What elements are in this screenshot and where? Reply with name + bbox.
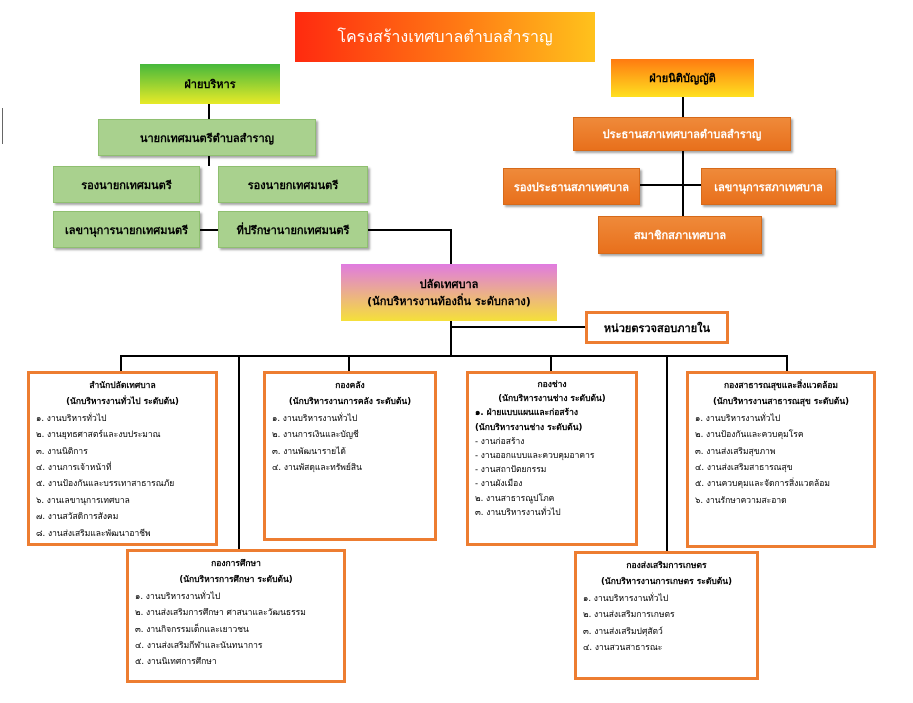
list-item: ๕. งานควบคุมและจัดการสิ่งแวดล้อม [695, 479, 830, 490]
list-item: ๔. งานส่งเสริมกีฬาและนันทนาการ [135, 641, 263, 652]
list-item: ๔. งานสวนสาธารณะ [583, 643, 663, 654]
list-item: ๔. งานส่งเสริมสาธารณสุข [695, 463, 793, 474]
dept-title: กองสาธารณสุขและสิ่งแวดล้อม [723, 381, 839, 391]
list-item: ๑. งานบริหารทั่วไป [36, 413, 107, 424]
connector-line [348, 355, 350, 371]
internal-audit-box: หน่วยตรวจสอบภายใน [585, 311, 729, 344]
list-item: ๕. งานนิเทศการศึกษา [135, 657, 217, 668]
list-item: ๘. งานส่งเสริมและพัฒนาอาชีพ [36, 528, 151, 539]
council-secretary-box: เลขานุการสภาเทศบาล [701, 168, 836, 205]
dept-title: กองการศึกษา [211, 559, 261, 569]
list-item: ๓. งานพัฒนารายได้ [272, 446, 346, 457]
connector-line [450, 320, 452, 357]
list-item: ๓. งานบริหารงานทั่วไป [475, 507, 561, 518]
council-members-box: สมาชิกสภาเทศบาล [598, 216, 762, 254]
deputy-mayor-box-2: รองนายกเทศมนตรี [218, 166, 368, 203]
connector-line [786, 355, 788, 371]
section-title: ๑. ฝ่ายแบบแผนและก่อสร้าง [475, 408, 579, 419]
dept-education: กองการศึกษา (นักบริหารการศึกษา ระดับต้น)… [126, 549, 346, 683]
dept-engineering: กองช่าง (นักบริหารงานช่าง ระดับต้น) ๑. ฝ… [466, 371, 638, 546]
list-item: ๑. งานบริหารงานทั่วไป [695, 413, 781, 424]
connector-line [2, 108, 3, 144]
mayor-box: นายกเทศมนตรีตำบลสำราญ [98, 119, 316, 156]
list-item: ๒. งานป้องกันและควบคุมโรค [695, 430, 804, 441]
dept-subtitle: (นักบริหารงานช่าง ระดับต้น) [498, 394, 606, 405]
executive-header: ฝ่ายบริหาร [140, 64, 280, 104]
connector-line [450, 229, 452, 265]
connector-line [120, 355, 788, 357]
dept-title: กองส่งเสริมการเกษตร [626, 561, 707, 571]
dept-agriculture: กองส่งเสริมการเกษตร (นักบริหารงานการเกษต… [574, 551, 759, 680]
council-vice-president-box: รองประธานสภาเทศบาล [503, 168, 640, 205]
list-item: ๑. งานบริหารงานทั่วไป [135, 591, 221, 602]
connector-line [550, 355, 552, 371]
connector-line [120, 355, 122, 371]
connector-line [682, 96, 684, 118]
connector-line [640, 184, 702, 186]
list-item: - งานก่อสร้าง [475, 436, 525, 447]
connector-line [366, 229, 452, 231]
list-item: ๒. งานการเงินและบัญชี [272, 430, 359, 441]
chart-title-text: โครงสร้างเทศบาลตำบลสำราญ [337, 26, 553, 46]
list-item: ๒. งานยุทธศาสตร์และงบประมาณ [36, 430, 161, 441]
council-president-box: ประธานสภาเทศบาลตำบลสำราญ [573, 117, 791, 151]
dept-clerk-office: สำนักปลัดเทศบาล (นักบริหารงานทั่วไป ระดั… [27, 371, 218, 546]
list-item: ๕. งานป้องกันและบรรเทาสาธารณภัย [36, 479, 175, 490]
list-item: - งานออกแบบและควบคุมอาคาร [475, 451, 595, 462]
list-item: ๖. งานรักษาความสะอาด [695, 495, 787, 506]
municipal-clerk-box: ปลัดเทศบาล (นักบริหารงานท้องถิ่น ระดับกล… [341, 264, 557, 321]
section-subtitle: (นักบริหารงานช่าง ระดับต้น) [475, 422, 583, 433]
legislative-header: ฝ่ายนิติบัญญัติ [611, 59, 754, 97]
connector-line [450, 326, 586, 328]
list-item: ๖. งานเลขานุการเทศบาล [36, 495, 130, 506]
mayor-secretary-box: เลขานุการนายกเทศมนตรี [53, 211, 200, 248]
deputy-mayor-box-1: รองนายกเทศมนตรี [53, 166, 200, 203]
chart-title: โครงสร้างเทศบาลตำบลสำราญ [295, 12, 595, 62]
list-item: ๔. งานการเจ้าหน้าที่ [36, 463, 112, 474]
connector-line [196, 229, 218, 231]
list-item: ๒. งานส่งเสริมการศึกษา ศาสนาและวัฒนธรรม [135, 608, 306, 619]
dept-subtitle: (นักบริหารงานสาธารณสุข ระดับต้น) [712, 397, 850, 408]
list-item: ๓. งานส่งเสริมปศุสัตว์ [583, 626, 663, 637]
list-item: ๗. งานสวัสดิการสังคม [36, 512, 119, 523]
mayor-advisor-box: ที่ปรึกษานายกเทศมนตรี [218, 211, 368, 248]
dept-title: กองช่าง [537, 380, 567, 390]
list-item: ๓. งานส่งเสริมสุขภาพ [695, 446, 776, 457]
connector-line [208, 102, 210, 120]
list-item: ๓. งานนิติการ [36, 446, 88, 457]
dept-subtitle: (นักบริหารงานการคลัง ระดับต้น) [288, 397, 412, 408]
dept-subtitle: (นักบริหารงานการเกษตร ระดับต้น) [601, 577, 732, 588]
list-item: ๓. งานกิจกรรมเด็กและเยาวชน [135, 624, 249, 635]
dept-title: กองคลัง [335, 381, 365, 391]
list-item: ๒. งานส่งเสริมการเกษตร [583, 610, 675, 621]
dept-subtitle: (นักบริหารงานทั่วไป ระดับต้น) [66, 397, 179, 408]
list-item: - งานผังเมือง [475, 479, 523, 490]
list-item: ๔. งานพัสดุและทรัพย์สิน [272, 463, 362, 474]
dept-subtitle: (นักบริหารการศึกษา ระดับต้น) [179, 575, 293, 586]
dept-public-health: กองสาธารณสุขและสิ่งแวดล้อม (นักบริหารงาน… [686, 371, 876, 548]
list-item: ๒. งานสาธารณูปโภค [475, 493, 555, 504]
list-item: - งานสถาปัตยกรรม [475, 465, 547, 476]
connector-line [238, 355, 240, 549]
dept-title: สำนักปลัดเทศบาล [89, 381, 156, 391]
list-item: ๑. งานบริหารงานทั่วไป [583, 593, 669, 604]
list-item: ๑. งานบริหารงานทั่วไป [272, 413, 358, 424]
dept-finance: กองคลัง (นักบริหารงานการคลัง ระดับต้น) ๑… [263, 371, 437, 541]
connector-line [208, 156, 210, 166]
connector-line [666, 355, 668, 551]
